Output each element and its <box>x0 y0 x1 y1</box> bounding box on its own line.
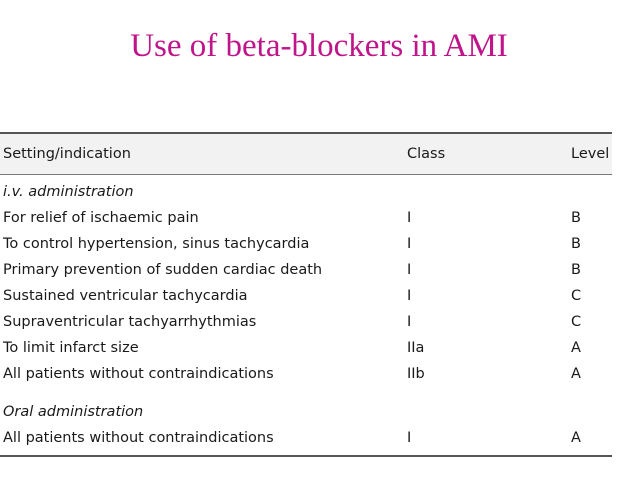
cell-level: B <box>571 262 581 278</box>
cell-setting: Sustained ventricular tachycardia <box>3 288 248 304</box>
cell-level: A <box>571 340 581 356</box>
header-setting: Setting/indication <box>3 146 131 162</box>
header-level: Level <box>571 146 610 162</box>
cell-setting: To control hypertension, sinus tachycard… <box>3 236 310 252</box>
cell-setting: Primary prevention of sudden cardiac dea… <box>3 262 323 278</box>
cell-class: I <box>407 288 412 304</box>
cell-setting: All patients without contraindications <box>3 366 274 382</box>
cell-class: I <box>407 236 412 252</box>
table-row: Primary prevention of sudden cardiac dea… <box>0 257 612 283</box>
table-row: For relief of ischaemic pain I B <box>0 205 612 231</box>
cell-level: C <box>571 314 582 330</box>
table-row: All patients without contraindications I… <box>0 361 612 387</box>
section-title-oral: Oral administration <box>3 404 144 420</box>
slide-title: Use of beta-blockers in AMI <box>130 28 508 64</box>
cell-setting: All patients without contraindications <box>3 430 274 446</box>
table-header-rule <box>0 174 612 175</box>
table-row: To control hypertension, sinus tachycard… <box>0 231 612 257</box>
cell-class: I <box>407 314 412 330</box>
cell-setting: Supraventricular tachyarrhythmias <box>3 314 257 330</box>
cell-level: A <box>571 430 581 446</box>
cell-class: I <box>407 262 412 278</box>
table-row: Supraventricular tachyarrhythmias I C <box>0 309 612 335</box>
table-header-row: Setting/indication Class Level <box>0 134 612 174</box>
section-title-row: i.v. administration <box>0 179 612 205</box>
cell-class: IIb <box>407 366 425 382</box>
table-row: To limit infarct size IIa A <box>0 335 612 361</box>
cell-level: C <box>571 288 582 304</box>
cell-class: I <box>407 210 412 226</box>
recommendation-table: Setting/indication Class Level i.v. admi… <box>0 132 612 457</box>
cell-level: A <box>571 366 581 382</box>
cell-setting: For relief of ischaemic pain <box>3 210 199 226</box>
section-title-iv: i.v. administration <box>3 184 134 200</box>
table-bottom-rule <box>0 455 612 457</box>
cell-class: IIa <box>407 340 425 356</box>
table-row: All patients without contraindications I… <box>0 425 612 451</box>
table-top-rule <box>0 132 612 134</box>
cell-level: B <box>571 236 581 252</box>
section-title-row: Oral administration <box>0 399 612 425</box>
cell-level: B <box>571 210 581 226</box>
cell-setting: To limit infarct size <box>3 340 139 356</box>
table-row: Sustained ventricular tachycardia I C <box>0 283 612 309</box>
header-class: Class <box>407 146 446 162</box>
cell-class: I <box>407 430 412 446</box>
